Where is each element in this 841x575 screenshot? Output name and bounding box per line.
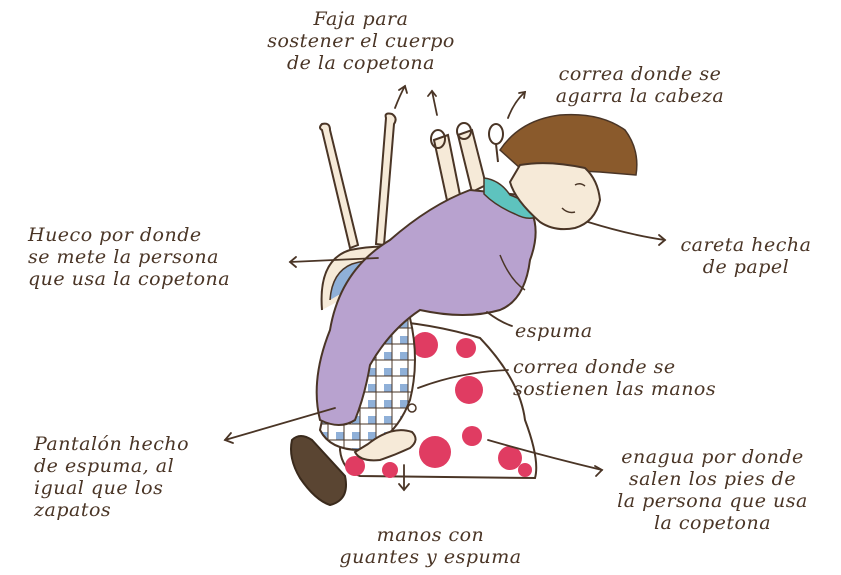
label-correa-cabeza: correa donde se agarra la cabeza [540, 63, 740, 107]
label-enagua: enagua por donde salen los pies de la pe… [600, 446, 825, 534]
label-espuma: espuma [515, 320, 625, 342]
label-careta: careta hecha de papel [666, 234, 826, 278]
label-pantalon: Pantalón hecho de espuma, al igual que l… [34, 433, 224, 521]
label-correa-manos: correa donde se sostienen las manos [513, 356, 743, 400]
label-hueco: Hueco por donde se mete la persona que u… [28, 224, 288, 290]
label-manos: manos con guantes y espuma [318, 524, 543, 568]
hand-strap-button [408, 404, 416, 412]
label-faja: Faja para sostener el cuerpo de la copet… [248, 8, 474, 74]
